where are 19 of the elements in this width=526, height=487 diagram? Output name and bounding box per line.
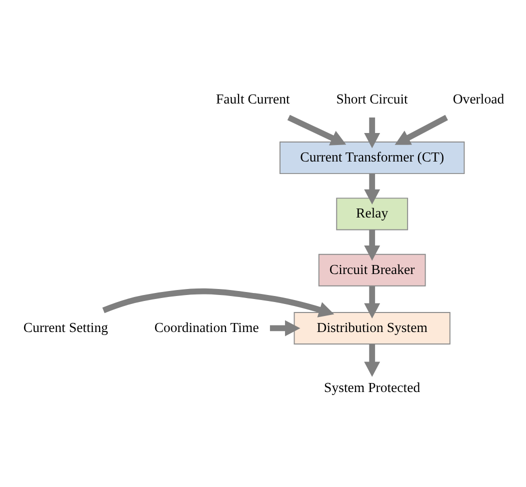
node-box: Current Transformer (CT): [280, 141, 465, 174]
arrow: [287, 114, 346, 145]
node-text: Overload: [452, 90, 504, 106]
node-box: Relay: [336, 197, 408, 230]
node-text: Short Circuit: [336, 90, 408, 106]
node-box: Distribution System: [294, 311, 450, 344]
arrow: [364, 286, 380, 318]
arrow: [394, 114, 448, 144]
node-text: Coordination Time: [154, 319, 259, 334]
arrow: [270, 320, 300, 336]
arrow: [364, 344, 380, 376]
arrow: [364, 229, 380, 260]
arrow: [102, 288, 334, 317]
node-text: Current Setting: [23, 319, 108, 334]
arrow: [364, 117, 380, 148]
node-text: Fault Current: [216, 90, 290, 106]
node-box: Circuit Breaker: [318, 253, 426, 286]
node-text: System Protected: [324, 379, 420, 394]
arrow: [364, 173, 380, 204]
